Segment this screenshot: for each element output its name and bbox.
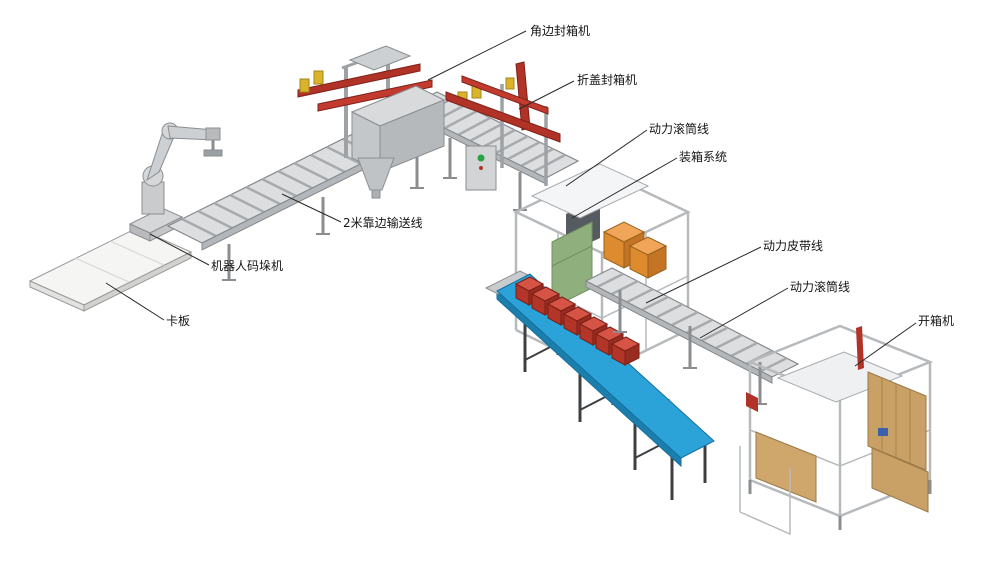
flap-sealer-machine <box>445 61 561 186</box>
red-cartons-on-belt <box>514 276 641 366</box>
pallet-board <box>28 227 193 312</box>
opener-table <box>776 351 904 403</box>
yellow-cylinder <box>299 78 310 93</box>
opener-red-part <box>746 392 758 412</box>
cardboard-stack <box>871 447 929 513</box>
yellow-cylinder <box>505 77 515 90</box>
corner-sealer-machine <box>297 45 497 199</box>
label-power-belt-line: 动力皮带线 <box>763 239 824 253</box>
yellow-cylinder <box>313 70 324 85</box>
label-box-opener: 开箱机 <box>918 314 955 328</box>
label-corner-sealer: 角边封箱机 <box>530 24 591 38</box>
label-packing-system: 装箱系统 <box>679 150 728 164</box>
label-pallet: 卡板 <box>166 314 191 328</box>
label-robot-palletizer: 机器人码垛机 <box>211 259 284 273</box>
opener-red-post <box>856 326 864 370</box>
green-indicator <box>477 154 485 162</box>
label-power-roller-line-top: 动力滚筒线 <box>649 122 710 136</box>
box-opener-machine <box>739 324 934 536</box>
belt-conveyor-machine <box>484 270 715 500</box>
sealer-head-unit <box>348 45 412 71</box>
leader-lines <box>105 30 917 367</box>
opener-side-stand <box>739 446 791 536</box>
sealer-red-rail-2 <box>317 79 433 112</box>
robot-wrist <box>205 127 221 141</box>
sealer-red-rail <box>297 63 421 98</box>
cardboard-magazine <box>867 371 927 471</box>
cardboard-stack <box>755 431 817 503</box>
orange-carton <box>628 236 668 279</box>
robot-pedestal <box>141 181 165 215</box>
packing-canopy <box>530 163 650 219</box>
sealer-red-beam <box>445 91 561 143</box>
label-flap-sealer: 折盖封箱机 <box>577 73 638 87</box>
dust-funnel <box>357 157 395 191</box>
label-edge-conveyor: 2米靠边输送线 <box>343 216 423 230</box>
label-power-roller-line-right: 动力滚筒线 <box>790 280 851 294</box>
robot-gripper <box>203 149 223 157</box>
red-indicator <box>479 166 483 170</box>
opener-blue-part <box>878 428 888 436</box>
